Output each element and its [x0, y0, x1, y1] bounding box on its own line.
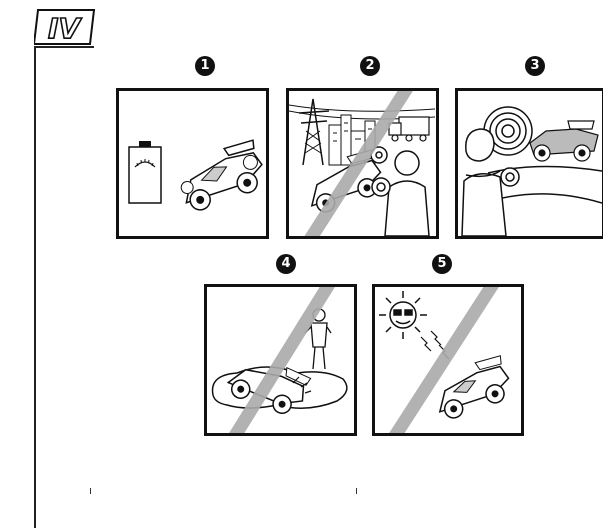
battery-icon	[129, 141, 161, 203]
section-badge: IV	[34, 8, 96, 46]
panel-no-powerlines	[286, 88, 439, 239]
panel-no-sun	[372, 284, 524, 436]
section-label: IV	[48, 12, 82, 45]
page-tick-mark	[356, 488, 357, 494]
step-number-1: 1	[195, 56, 215, 76]
race-car-icon	[173, 138, 266, 214]
truck-icon	[389, 117, 429, 141]
step-number-2: 2	[360, 56, 380, 76]
left-margin-rule	[34, 46, 36, 528]
person-with-remote-icon	[462, 129, 519, 236]
step-number-3: 3	[525, 56, 545, 76]
race-car-icon	[530, 121, 598, 161]
step-number-4: 4	[276, 254, 296, 274]
step-number-5: 5	[432, 254, 452, 274]
sun-icon	[379, 291, 427, 339]
remote-operation-illustration	[458, 91, 602, 236]
panel-no-water	[204, 284, 357, 436]
page-tick-mark	[90, 488, 91, 494]
powerlines-illustration	[289, 91, 436, 236]
panel-remote-operation	[455, 88, 603, 239]
battery-car-illustration	[119, 91, 266, 236]
header-rule	[34, 46, 94, 48]
sun-heat-illustration	[375, 287, 521, 433]
person-with-remote-icon	[371, 147, 429, 236]
panel-battery-check	[116, 88, 269, 239]
water-puddle-illustration	[207, 287, 354, 433]
section-badge-graphic: IV	[34, 8, 96, 46]
